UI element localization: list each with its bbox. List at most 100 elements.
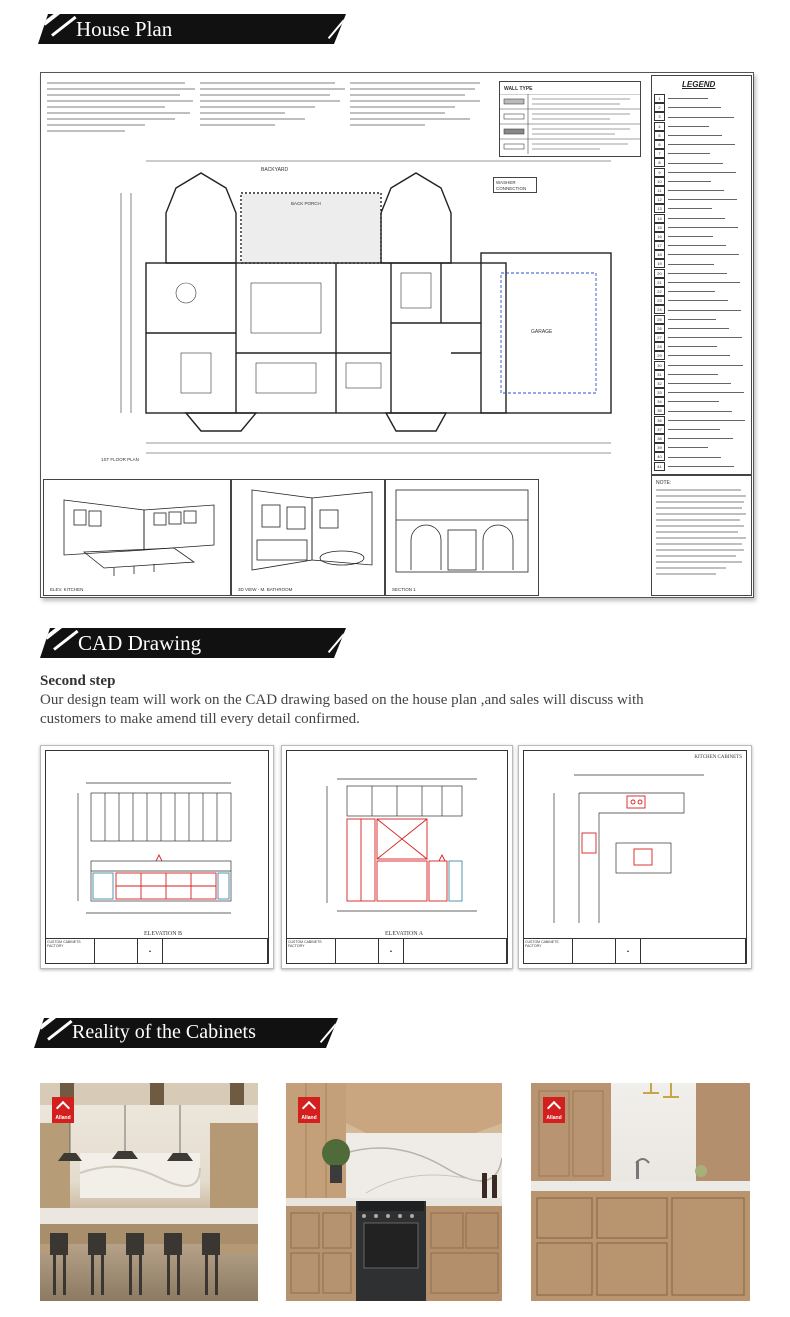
- legend-description-line: [668, 125, 709, 127]
- step-title: Second step: [40, 673, 116, 689]
- reality-banner: Reality of the Cabinets: [34, 1018, 338, 1048]
- legend-description-line: [668, 337, 742, 338]
- legend-row: 24: [654, 305, 749, 315]
- legend-row: 8: [654, 158, 749, 168]
- legend-row: 22: [654, 287, 749, 297]
- notes-header: NOTE:: [656, 480, 672, 486]
- legend-description-line: [668, 144, 735, 145]
- floor-plan-drawing: BACKYARD BACK PORCH GARAGE 1ST FLOOR PLA…: [101, 160, 612, 462]
- legend-number-badge: 21: [654, 277, 665, 287]
- oak-vanity-photo: Alland: [531, 1083, 750, 1301]
- legend-number-badge: 23: [654, 296, 665, 306]
- house-plan-banner: House Plan: [38, 14, 346, 44]
- kitchen-perspective-sketch: [63, 499, 215, 576]
- cad-drawing-banner: CAD Drawing: [40, 628, 346, 658]
- legend-row: 26: [654, 323, 749, 333]
- legend-row: 10: [654, 176, 749, 186]
- title-block-table: [641, 939, 746, 963]
- legend-row: 38: [654, 434, 749, 444]
- legend-number-badge: 37: [654, 424, 665, 434]
- title-block-company: CUSTOM CABINETS FACTORY: [287, 939, 336, 963]
- legend-description-line: [668, 364, 743, 366]
- legend-description-line: [668, 107, 721, 109]
- legend-description-line: [668, 410, 732, 412]
- bathroom-perspective-sketch: [251, 489, 373, 571]
- legend-row: 20: [654, 268, 749, 278]
- elevation-a-title-block: CUSTOM CABINETS FACTORY ▲: [287, 938, 507, 963]
- legend-description-line: [668, 254, 739, 256]
- legend-description-line: [668, 116, 734, 118]
- step-description: Our design team will work on the CAD dra…: [40, 692, 644, 727]
- legend-number-badge: 40: [654, 452, 665, 462]
- legend-description-line: [668, 153, 710, 155]
- legend-description-line: [668, 226, 738, 228]
- legend-row: 37: [654, 424, 749, 434]
- legend-number-badge: 24: [654, 305, 665, 315]
- wall-type-label: WALL TYPE: [504, 86, 533, 92]
- legend-row: 6: [654, 140, 749, 150]
- range-wall-photo: Alland: [286, 1083, 502, 1301]
- legend-number-badge: 17: [654, 241, 665, 251]
- legend-row: 15: [654, 222, 749, 232]
- legend-number-badge: 2: [654, 103, 665, 113]
- back-porch-label: BACK PORCH: [291, 201, 321, 206]
- alland-logo-text: Alland: [55, 1115, 71, 1121]
- legend-number-badge: 29: [654, 351, 665, 361]
- legend-description-line: [668, 465, 734, 467]
- house-plan-title: House Plan: [76, 17, 173, 41]
- legend-number-badge: 31: [654, 369, 665, 379]
- legend-row: 16: [654, 231, 749, 241]
- legend-number-badge: 11: [654, 185, 665, 195]
- title-block-company: CUSTOM CABINETS FACTORY: [524, 939, 573, 963]
- wall-type-rows: [500, 94, 640, 154]
- legend-number-badge: 33: [654, 388, 665, 398]
- legend-row: 30: [654, 360, 749, 370]
- legend-row: 18: [654, 250, 749, 260]
- legend-row: 7: [654, 149, 749, 159]
- legend-description-line: [668, 281, 740, 283]
- legend-number-badge: 3: [654, 112, 665, 122]
- plan-notes-text: [47, 82, 480, 132]
- legend-row: 13: [654, 204, 749, 214]
- washer-connection-box: WASHER CONNECTION: [493, 177, 537, 193]
- legend-number-badge: 16: [654, 231, 665, 241]
- title-block-company: CUSTOM CABINETS FACTORY: [46, 939, 95, 963]
- kitchen-island-photo: Alland: [40, 1083, 258, 1301]
- kitchen-elevation-detail: ELEV. KITCHEN: [43, 479, 231, 596]
- legend-description-line: [668, 245, 726, 246]
- legend-number-badge: 10: [654, 176, 665, 186]
- legend-row: 9: [654, 167, 749, 177]
- legend-description-line: [668, 199, 737, 201]
- legend-number-badge: 12: [654, 195, 665, 205]
- alland-mark-icon: [301, 1100, 317, 1116]
- legend-row: 25: [654, 314, 749, 324]
- kitchen-cabinets-label: KITCHEN CABINETS: [694, 755, 742, 760]
- legend-description-line: [668, 98, 708, 99]
- legend-description-line: [668, 401, 719, 403]
- legend-description-line: [668, 300, 728, 302]
- legend-number-badge: 30: [654, 360, 665, 370]
- legend-row: 1: [654, 94, 749, 104]
- legend-number-badge: 28: [654, 342, 665, 352]
- legend-row: 5: [654, 130, 749, 140]
- legend-row: 21: [654, 277, 749, 287]
- legend-row: 31: [654, 369, 749, 379]
- legend-description-line: [668, 438, 733, 439]
- legend-row: 40: [654, 452, 749, 462]
- legend-number-badge: 1: [654, 94, 665, 104]
- washer-label: WASHER CONNECTION: [496, 180, 527, 191]
- cad-sheet-elevation-a: ELEVATION A CUSTOM CABINETS FACTORY ▲: [281, 745, 513, 969]
- legend-row: 28: [654, 342, 749, 352]
- elevation-a-label: ELEVATION A: [385, 931, 424, 937]
- legend-description-line: [668, 272, 727, 274]
- legend-row: 17: [654, 241, 749, 251]
- legend-number-badge: 8: [654, 158, 665, 168]
- banner-tail-icon: [326, 628, 346, 658]
- legend-row: 3: [654, 112, 749, 122]
- bathroom-detail-caption: 3D VIEW - M. BATHROOM: [238, 587, 293, 592]
- legend-number-badge: 38: [654, 434, 665, 444]
- legend-number-badge: 9: [654, 167, 665, 177]
- legend-title: LEGEND: [682, 80, 716, 89]
